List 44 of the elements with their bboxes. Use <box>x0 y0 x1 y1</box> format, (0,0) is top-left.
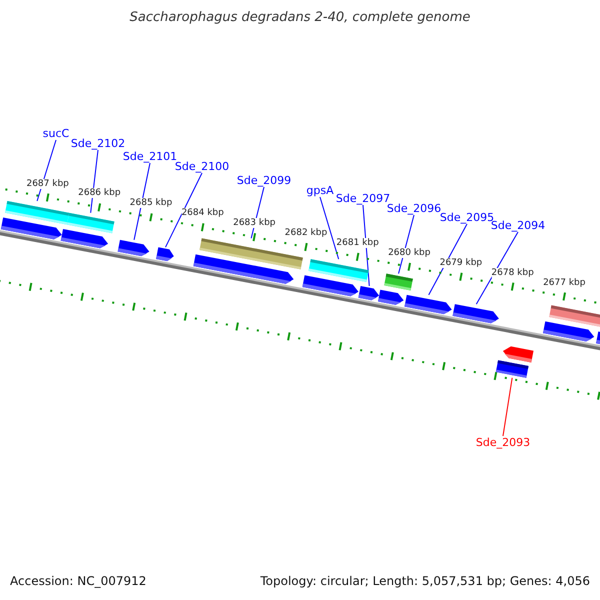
gene-label: Sde_2099 <box>236 174 292 187</box>
gene-block <box>60 228 110 250</box>
scale-label: 2685 kbp <box>130 198 172 208</box>
scale-label: 2679 kbp <box>440 258 482 268</box>
scale-label: 2682 kbp <box>284 228 328 238</box>
gene-label: Sde_2096 <box>386 202 442 215</box>
gene-block <box>156 247 175 262</box>
scale-label: 2680 kbp <box>388 248 430 258</box>
scale-label: 2678 kbp <box>491 268 534 278</box>
scale-label: 2687 kbp <box>26 178 69 188</box>
genome-info-text: Topology: circular; Length: 5,057,531 bp; Genes: 4,056 <box>260 574 590 588</box>
scale-label: 2686 kbp <box>78 188 121 198</box>
leader-line <box>90 150 98 214</box>
gene-block <box>378 290 405 306</box>
gene-label: Sde_2102 <box>70 137 126 150</box>
gene-block <box>502 345 534 362</box>
scale-label: 2677 kbp <box>543 278 586 288</box>
gene-label: gpsA <box>306 184 334 197</box>
leader-line <box>502 377 513 436</box>
scale-label: 2681 kbp <box>336 238 379 248</box>
gene-label: Sde_2101 <box>122 150 178 163</box>
gene-bar <box>496 360 529 378</box>
chart-title: Saccharophagus degradans 2-40, complete genome <box>128 10 472 25</box>
leader-line <box>165 172 202 248</box>
scale-label: 2683 kbp <box>233 218 276 228</box>
gene-label: Sde_2095 <box>440 211 494 224</box>
gene-label: Sde_2093 <box>476 436 530 449</box>
gene-block <box>118 240 150 258</box>
gene-block <box>0 217 64 241</box>
gene-bar <box>549 305 600 328</box>
leader-line <box>428 224 468 296</box>
gene-block <box>358 286 380 302</box>
leader-line <box>476 232 518 305</box>
accession-text: Accession: NC_007912 <box>10 574 146 588</box>
gene-label: Sde_2097 <box>336 192 390 205</box>
gene-block <box>452 304 500 324</box>
gene-bar <box>66 212 114 234</box>
gene-bar <box>384 274 413 290</box>
gene-label: sucC <box>42 127 70 140</box>
scale-label: 2684 kbp <box>181 208 224 218</box>
leader-line <box>134 162 150 240</box>
gene-label: Sde_2100 <box>174 160 230 173</box>
gene-block <box>193 254 295 286</box>
leader-line <box>320 196 340 260</box>
